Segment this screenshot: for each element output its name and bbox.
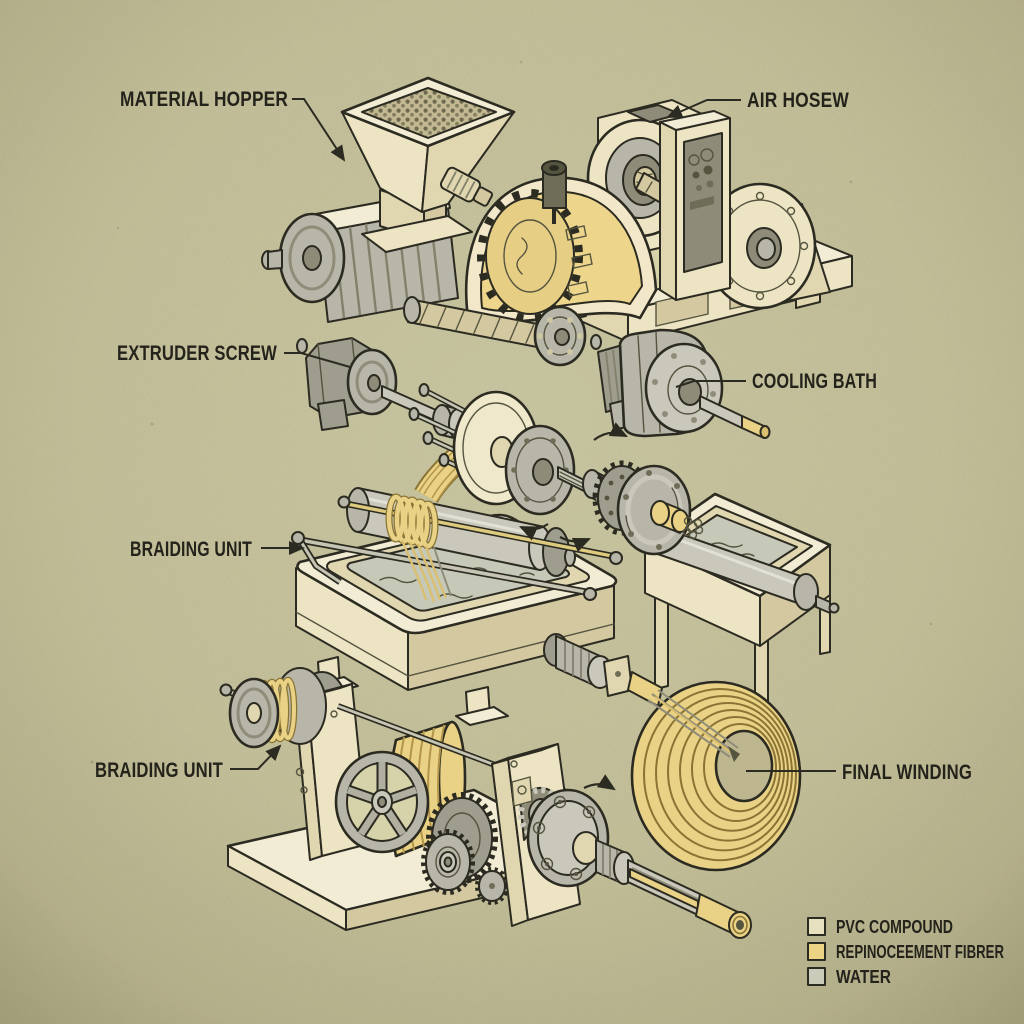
- label-cooling-bath: COOLING BATH: [752, 370, 877, 393]
- bearing-pedestal: [703, 182, 831, 310]
- panel-buttons: [688, 148, 714, 210]
- pellets: [361, 87, 497, 139]
- paper-specks: [90, 60, 933, 764]
- label-braiding-unit-bottom: BRAIDING UNIT: [95, 759, 223, 782]
- output-flange: [526, 788, 610, 888]
- leader-material-hopper: [292, 98, 346, 162]
- falling-strands: [400, 539, 452, 603]
- label-final-winding: FINAL WINDING: [842, 761, 972, 784]
- legend-label-water: WATER: [836, 967, 891, 987]
- coil-entry-strands: [647, 689, 740, 762]
- leader-air-hose: [666, 99, 741, 118]
- guide-rod-gray: [291, 531, 597, 601]
- main-bath: [291, 487, 623, 726]
- drive-motor: [261, 189, 459, 323]
- rotation-arrow: [583, 774, 616, 791]
- output-nozzle: [595, 839, 752, 939]
- braiding-machine: [219, 667, 752, 939]
- flange-studs: [408, 383, 494, 485]
- label-braiding-unit-mid: BRAIDING UNIT: [130, 538, 252, 561]
- final-winding-coil: [630, 680, 802, 872]
- payoff-spool: [219, 667, 327, 749]
- rotation-arrow: [519, 523, 549, 541]
- die-head-cutaway: [464, 160, 658, 324]
- label-air-hose: AIR HOSEW: [747, 89, 849, 112]
- legend-item-pvc: PVC COMPOUND: [807, 917, 953, 937]
- coil-center-hole: [714, 729, 774, 803]
- hopper-bolt-handle: [439, 166, 494, 207]
- label-extruder-screw: EXTRUDER SCREW: [117, 342, 277, 365]
- legend-swatch-fibre: [807, 942, 826, 961]
- cooling-unit: [590, 328, 771, 439]
- leader-cooling-bath: [675, 380, 746, 388]
- extruder-machine: [261, 76, 853, 367]
- label-material-hopper: MATERIAL HOPPER: [120, 88, 288, 111]
- exposed-screw: [403, 296, 587, 367]
- control-cabinet: [659, 110, 731, 301]
- spline-knob: [682, 516, 704, 540]
- hub-flange: [616, 464, 704, 556]
- legend-swatch-pvc: [807, 917, 826, 936]
- legend-label-pvc: PVC COMPOUND: [836, 917, 953, 937]
- legend: PVC COMPOUND REPINOCEEMENT FIBRER WATER: [807, 917, 1004, 987]
- legend-swatch-water: [807, 967, 826, 986]
- rotation-arrow: [593, 422, 628, 441]
- outlet-coupling: [543, 633, 663, 707]
- bath-foot: [455, 686, 509, 726]
- leader-braiding-unit-bottom: [230, 744, 282, 770]
- fiber-wrap: [385, 493, 439, 550]
- spoked-wheel: [334, 750, 430, 854]
- rotation-arrow: [559, 536, 592, 553]
- material-hopper: [340, 76, 516, 253]
- labels: MATERIAL HOPPER AIR HOSEW EXTRUDER SCREW…: [95, 88, 972, 784]
- legend-item-fibre: REPINOCEEMENT FIBRER: [807, 942, 1004, 962]
- leader-extruder-screw: [284, 352, 351, 368]
- legend-item-water: WATER: [807, 967, 891, 987]
- legend-label-fibre: REPINOCEEMENT FIBRER: [836, 942, 1004, 962]
- exploded-shaft-assembly: [296, 337, 704, 556]
